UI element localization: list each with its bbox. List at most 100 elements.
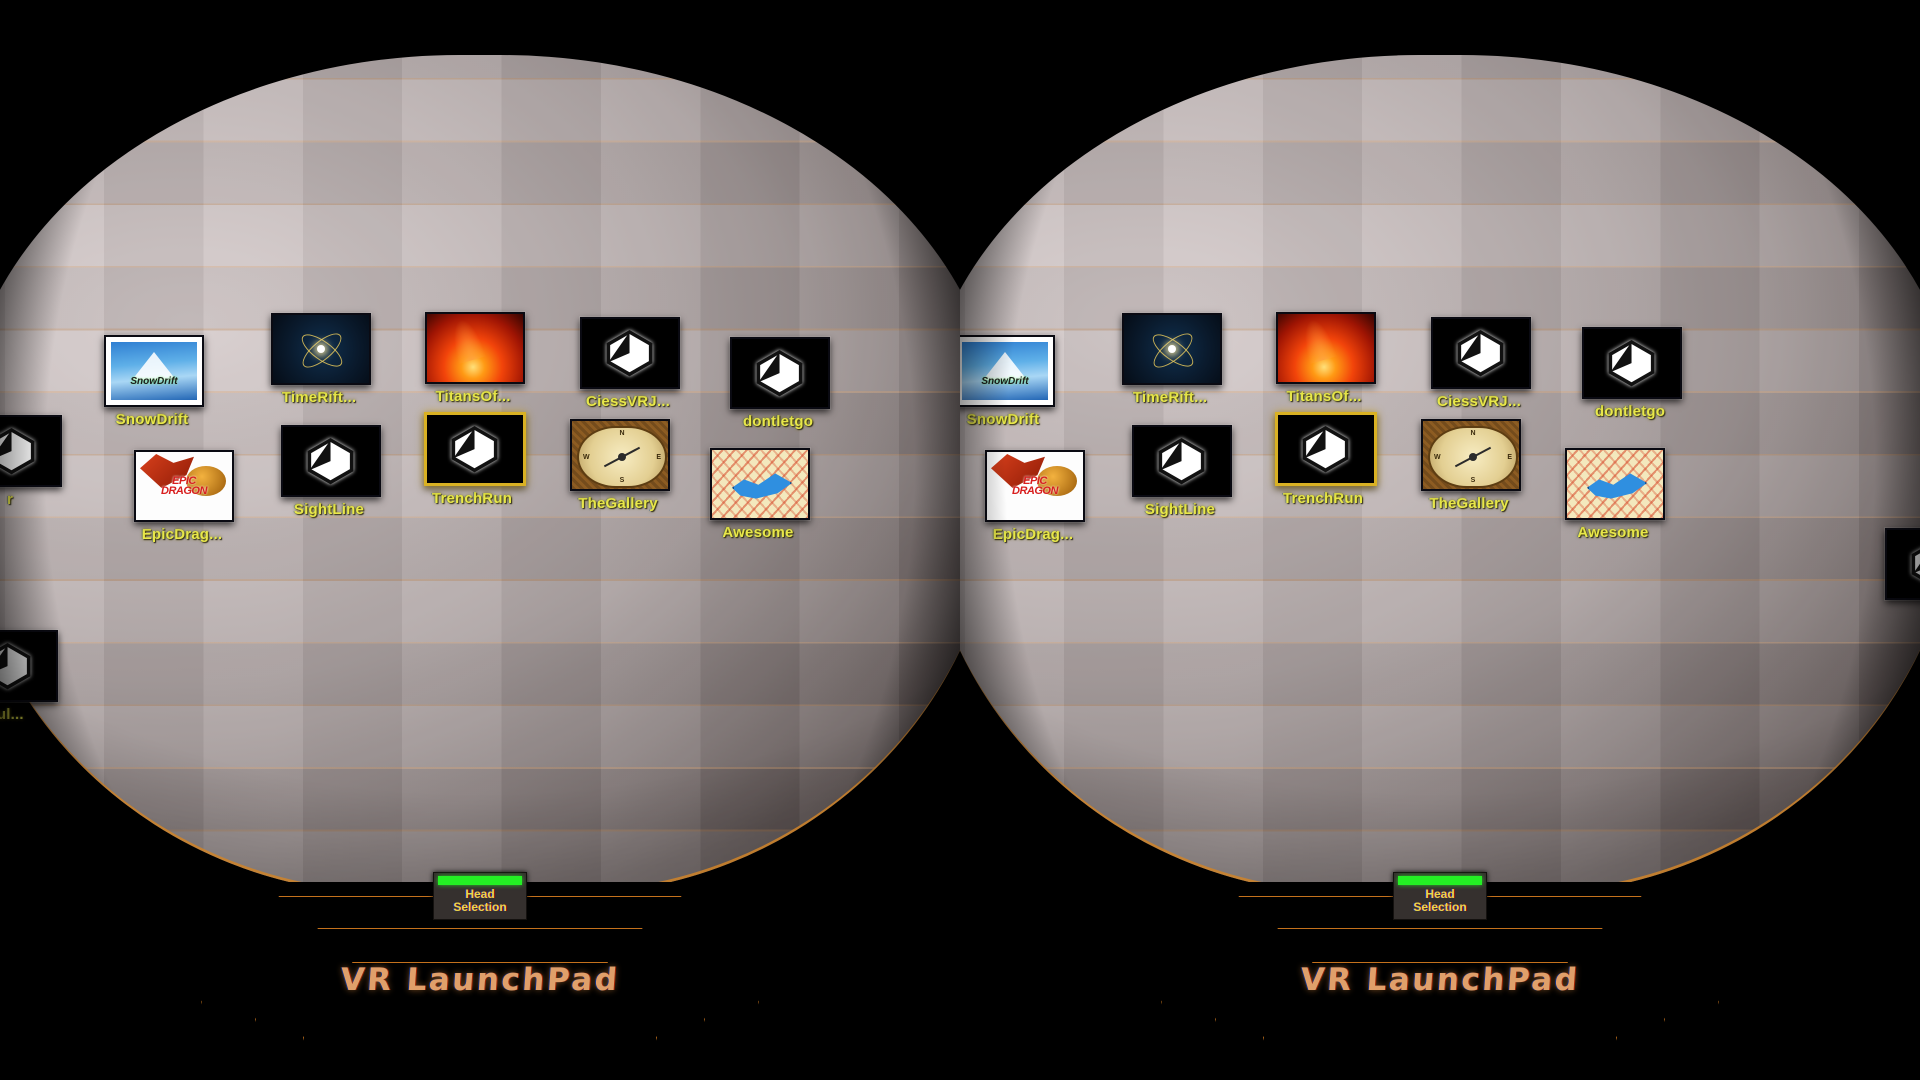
app-caption: TheGallery bbox=[578, 495, 658, 512]
app-thumbnail bbox=[1132, 425, 1232, 497]
app-thumbnail bbox=[424, 412, 526, 486]
unity-icon bbox=[0, 417, 60, 485]
head-selection-label-line2: Selection bbox=[1413, 900, 1467, 914]
titansof-thumbnail bbox=[427, 314, 523, 382]
app-thumbnail bbox=[1431, 317, 1531, 389]
bird-thumbnail bbox=[712, 450, 808, 518]
app-caption: SnowDrift bbox=[966, 411, 1040, 428]
bird-thumbnail bbox=[1567, 450, 1663, 518]
app-thumbnail bbox=[281, 425, 381, 497]
snowdrift-thumbnail: SnowDrift bbox=[106, 337, 202, 405]
app-title: VR LaunchPad bbox=[339, 962, 621, 998]
app-tile-dontletgo[interactable]: dontletgo bbox=[730, 337, 830, 430]
app-caption: CiessVRJ... bbox=[1437, 393, 1521, 410]
unity-icon bbox=[1584, 329, 1680, 397]
timerift-thumbnail bbox=[273, 315, 369, 383]
head-selection-label-line1: Head bbox=[1425, 887, 1455, 901]
app-tile-sightline[interactable]: SightLine bbox=[1132, 425, 1232, 518]
unity-icon bbox=[1433, 319, 1529, 387]
app-caption: r bbox=[6, 491, 14, 508]
app-caption: De bbox=[1885, 604, 1920, 621]
app-thumbnail: SnowDrift bbox=[960, 335, 1055, 407]
app-tile-timerift[interactable]: TimeRift... bbox=[1122, 313, 1222, 406]
head-selection-button[interactable]: Head Selection bbox=[433, 872, 527, 920]
app-thumbnail bbox=[0, 415, 62, 487]
app-caption: CiessVRJ... bbox=[586, 393, 670, 410]
app-thumbnail bbox=[1565, 448, 1665, 520]
unity-icon bbox=[283, 427, 379, 495]
app-thumbnail bbox=[1275, 412, 1377, 486]
app-caption: SightLine bbox=[1144, 501, 1216, 518]
app-caption: SightLine bbox=[293, 501, 365, 518]
app-tile-ciessvrj[interactable]: CiessVRJ... bbox=[1431, 317, 1531, 410]
right-eye-viewport: SnowDrift SnowDrift TimeRift... TitansOf… bbox=[960, 0, 1920, 1080]
unity-icon bbox=[1278, 415, 1374, 483]
app-tile-clipped-right[interactable]: De bbox=[1885, 528, 1920, 621]
app-tile-timerift[interactable]: TimeRift... bbox=[271, 313, 371, 406]
app-tile-titansof[interactable]: TitansOf... bbox=[425, 312, 525, 405]
app-caption: dontletgo bbox=[1594, 403, 1666, 420]
app-tile-awesome[interactable]: Awesome bbox=[1565, 448, 1665, 541]
timerift-thumbnail bbox=[1124, 315, 1220, 383]
app-thumbnail bbox=[271, 313, 371, 385]
app-tile-clipped-top-left[interactable]: r bbox=[0, 415, 62, 508]
app-thumbnail bbox=[1582, 327, 1682, 399]
app-caption: dontletgo bbox=[742, 413, 814, 430]
app-caption: SnowDrift bbox=[115, 411, 189, 428]
unity-icon bbox=[1887, 530, 1920, 598]
snowdrift-thumbnail: SnowDrift bbox=[960, 337, 1053, 405]
left-eye-viewport: r cul... SnowDrift SnowDrift bbox=[0, 0, 960, 1080]
app-tile-snowdrift[interactable]: SnowDrift SnowDrift bbox=[104, 335, 204, 428]
app-caption: TheGallery bbox=[1429, 495, 1509, 512]
app-caption: TrenchRun bbox=[431, 490, 513, 507]
app-tile-snowdrift[interactable]: SnowDrift SnowDrift bbox=[960, 335, 1055, 428]
app-tile-awesome[interactable]: Awesome bbox=[710, 448, 810, 541]
unity-icon bbox=[0, 632, 56, 700]
head-selection-label-line2: Selection bbox=[453, 900, 507, 914]
app-thumbnail bbox=[0, 630, 58, 702]
app-thumbnail bbox=[710, 448, 810, 520]
app-thumbnail bbox=[1122, 313, 1222, 385]
app-tile-ciessvrj[interactable]: CiessVRJ... bbox=[580, 317, 680, 410]
app-thumbnail bbox=[1885, 528, 1920, 600]
app-tile-dontletgo[interactable]: dontletgo bbox=[1582, 327, 1682, 420]
app-tile-titansof[interactable]: TitansOf... bbox=[1276, 312, 1376, 405]
app-caption: Awesome bbox=[722, 524, 794, 541]
app-thumbnail bbox=[730, 337, 830, 409]
unity-icon bbox=[427, 415, 523, 483]
head-selection-progress bbox=[1398, 876, 1482, 885]
head-selection-button[interactable]: Head Selection bbox=[1393, 872, 1487, 920]
app-caption: EpicDrag... bbox=[992, 526, 1074, 543]
unity-icon bbox=[1134, 427, 1230, 495]
app-tile-trenchrun[interactable]: TrenchRun bbox=[1275, 412, 1377, 507]
app-tile-sightline[interactable]: SightLine bbox=[281, 425, 381, 518]
head-selection-label-line1: Head bbox=[465, 887, 495, 901]
head-selection-progress bbox=[438, 876, 522, 885]
app-thumbnail bbox=[1276, 312, 1376, 384]
app-caption: TimeRift... bbox=[281, 389, 357, 406]
app-thumbnail bbox=[580, 317, 680, 389]
app-tile-clipped-bottom-left[interactable]: cul... bbox=[0, 630, 58, 723]
app-thumbnail: SnowDrift bbox=[104, 335, 204, 407]
app-caption: TitansOf... bbox=[1286, 388, 1362, 405]
app-caption: TrenchRun bbox=[1282, 490, 1364, 507]
app-tile-trenchrun[interactable]: TrenchRun bbox=[424, 412, 526, 507]
titansof-thumbnail bbox=[1278, 314, 1374, 382]
app-title: VR LaunchPad bbox=[1299, 962, 1581, 998]
app-caption: TitansOf... bbox=[435, 388, 511, 405]
unity-icon bbox=[582, 319, 678, 387]
app-caption: cul... bbox=[0, 706, 24, 723]
